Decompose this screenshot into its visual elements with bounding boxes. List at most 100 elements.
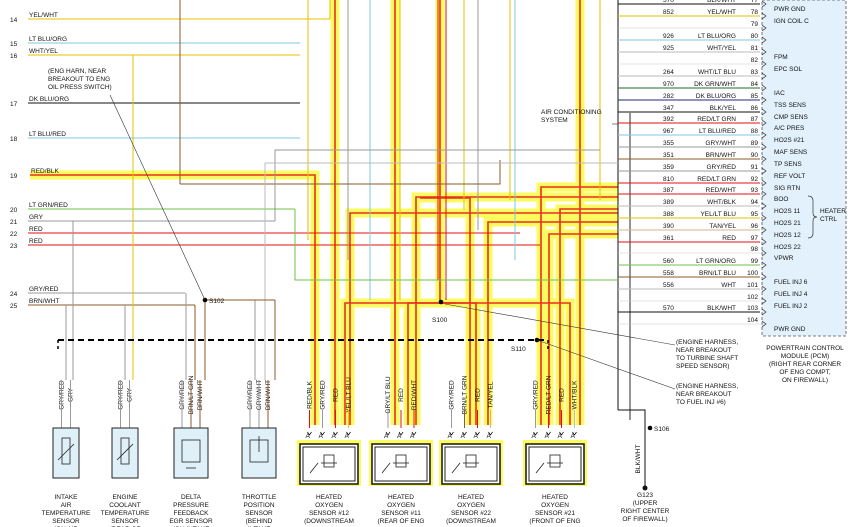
pcm-wire-color: DK BLU/ORG	[696, 93, 736, 100]
annotation-oil-press: OIL PRESS SWITCH)	[48, 84, 112, 91]
pcm-pin: 80	[751, 33, 759, 40]
sensor-caption: OXYGEN	[457, 502, 485, 509]
sensing-cell	[395, 454, 407, 468]
highlight-red	[487, 221, 618, 425]
ground-caption: (UPPER	[633, 500, 658, 507]
pcm-circuit: 355	[663, 140, 674, 147]
circuit-number: 18	[10, 136, 18, 143]
pin-letter: A	[306, 433, 311, 440]
annotation-ac: AIR CONDITIONING	[541, 109, 602, 116]
pin-arrow	[761, 179, 767, 187]
pcm-wire-color: DK GRN/WHT	[694, 81, 736, 88]
pcm-wire-color: RED/LT GRN	[697, 116, 736, 123]
leader-line	[109, 94, 206, 301]
ground-caption: RIGHT CENTER	[621, 508, 670, 515]
pin-arrow	[761, 24, 767, 32]
pcm-caption: (RIGHT REAR CORNER	[769, 361, 841, 368]
sensor-caption: (FRONT OF ENG	[529, 518, 580, 525]
pcm-circuit: 970	[663, 81, 674, 88]
sensor-element	[528, 446, 582, 482]
sensor-wire-label: RED	[475, 388, 482, 402]
sensor-wire-label: RED/BLK	[307, 380, 314, 408]
pcm-wire-color: GRY/WHT	[705, 140, 736, 147]
sensor-4: GRY/REDAGRY/WHTABRN/WHTATHROTTLEPOSITION…	[241, 380, 277, 527]
sensor-body	[441, 443, 501, 485]
pcm-circuit: 852	[663, 9, 674, 16]
pin-arrow	[761, 84, 767, 92]
sensor-caption: HEATED	[316, 494, 342, 501]
splice-dot	[438, 299, 444, 305]
annotation-tss: NEAR BREAKOUT	[676, 347, 732, 354]
annotation-tss: TO TURBINE SHAFT	[676, 355, 738, 362]
sensor-body	[299, 443, 359, 485]
sensors: GRY/REDAGRYAINTAKEAIRTEMPERATURESENSOR(O…	[42, 375, 670, 527]
circuit-number: 16	[10, 53, 18, 60]
ground-wire-label: BLK/WHT	[635, 445, 642, 474]
pin-letter: A	[410, 433, 415, 440]
pcm-pin: 104	[747, 317, 758, 324]
pin-letter: A	[345, 433, 350, 440]
circuit-number: 20	[10, 207, 18, 214]
pressure-element	[181, 439, 201, 463]
pcm-caption: POWERTRAIN CONTROL	[766, 345, 844, 352]
pin-arrow	[761, 202, 767, 210]
pcm-function: HO2S 11	[774, 208, 801, 215]
pin-letter: A	[461, 433, 466, 440]
pin-letter: A	[474, 433, 479, 440]
pcm-function: REF VOLT	[774, 173, 805, 180]
sensor-wire-label: GRY/LT BLU	[385, 376, 392, 414]
circuit-label: RED	[29, 238, 43, 245]
pcm-circuit: 351	[663, 152, 674, 159]
heater-ctrl-label: HEATER	[820, 208, 846, 215]
leader-line	[536, 339, 676, 390]
sensor-caption: SENSOR #21	[535, 510, 575, 517]
pin-arrow	[761, 119, 767, 127]
pcm-wire-color: WHT/LT BLU	[698, 69, 736, 76]
sensor-caption: FEEDBACK	[173, 510, 209, 517]
pcm-circuit: 361	[663, 235, 674, 242]
pin-arrow	[462, 431, 467, 436]
sensor-6: GRY/LT BLUAREDARED/WHTAHEATEDOXYGENSENSO…	[369, 376, 433, 525]
sensor-1: GRY/REDAGRYAINTAKEAIRTEMPERATURESENSOR(O…	[42, 380, 91, 527]
pcm-wire-color: LT BLU/ORG	[698, 33, 736, 40]
heater-element	[451, 462, 461, 474]
pin-arrow	[546, 431, 551, 436]
heater-element	[535, 462, 545, 474]
pin-arrow	[333, 431, 338, 436]
sensor-caption: AIR	[61, 502, 72, 509]
wire	[294, 209, 618, 281]
sensor-element	[302, 446, 356, 482]
sensor-caption: SENSOR	[52, 518, 80, 525]
sensor-wire-label: RED/LT GRN	[546, 375, 553, 414]
splice-label: S102	[209, 298, 225, 305]
pin-arrow	[761, 226, 767, 234]
sensor-caption: TEMPERATURE	[42, 510, 91, 517]
circuit-label: DK BLU/ORG	[29, 96, 69, 103]
sensor-caption: TEMPERATURE	[101, 510, 150, 517]
annotation-ac: SYSTEM	[541, 117, 568, 124]
sensor-body	[525, 443, 585, 485]
circuit-label: BRN/WHT	[29, 298, 59, 305]
sensor-caption: OXYGEN	[315, 502, 343, 509]
sensor-wire-label: RED	[398, 388, 405, 402]
pin-letter: A	[332, 433, 337, 440]
circuit-number: 21	[10, 219, 18, 226]
pcm-circuit: 389	[663, 199, 674, 206]
pin-arrow	[398, 431, 404, 436]
splice-label: S100	[432, 317, 448, 324]
pcm-circuit: 392	[663, 116, 674, 123]
sensor-caption: THROTTLE	[242, 494, 277, 501]
sensor-caption: EGR SENSOR	[169, 518, 213, 525]
pin-arrow	[559, 431, 564, 436]
pcm-circuit: 390	[663, 223, 674, 230]
pcm-caption: OF ENG COMPT,	[779, 369, 830, 376]
thermistor-arrow	[116, 443, 134, 461]
pcm-function: MAF SENS	[774, 149, 808, 156]
pcm-circuit: 556	[663, 282, 674, 289]
circuit-label: RED/BLK	[31, 168, 59, 175]
pcm-pin: 85	[751, 93, 759, 100]
pcm-pin: 99	[751, 258, 759, 265]
pin-arrow	[761, 238, 767, 246]
